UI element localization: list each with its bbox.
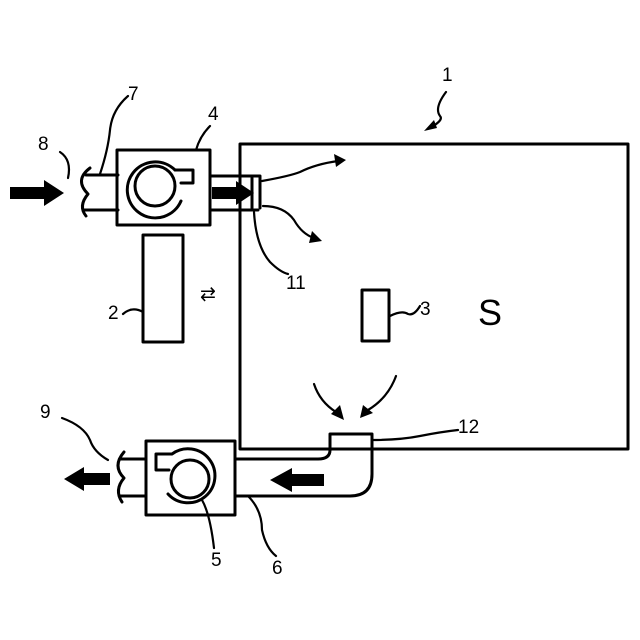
unit-2 [143, 235, 183, 342]
label-5: 5 [211, 550, 222, 571]
leader-4 [196, 126, 210, 150]
label-4: 4 [208, 104, 219, 125]
supply-outflow-lower-head [309, 231, 322, 243]
exhaust-flow-arrow [270, 468, 324, 492]
leader-1-arrowhead [424, 120, 437, 131]
hood-intake-left [314, 384, 336, 412]
exhaust-fan-scroll [156, 449, 215, 503]
exhaust-duct-outer [236, 450, 372, 496]
exchange-symbol: ⇄ [200, 284, 216, 305]
hood-intake-left-head [331, 405, 344, 420]
room-space [240, 144, 628, 449]
sensor-3 [362, 290, 389, 341]
supply-outflow-lower [263, 206, 314, 238]
label-9: 9 [40, 402, 51, 423]
leader-2 [123, 309, 143, 314]
label-11: 11 [286, 273, 306, 294]
exhaust-fan-rotor [171, 460, 209, 498]
label-7: 7 [128, 84, 139, 105]
supply-outflow-upper-head [334, 154, 346, 167]
label-8: 8 [38, 134, 49, 155]
supply-fan-housing [117, 150, 210, 225]
leader-8 [60, 152, 69, 178]
exhaust-duct-inner [236, 450, 330, 459]
label-1: 1 [442, 65, 453, 86]
outlet-arrow [64, 467, 110, 491]
leader-9 [62, 418, 108, 460]
leader-3 [390, 306, 420, 316]
label-12: 12 [458, 417, 479, 438]
leader-11 [254, 212, 288, 274]
leader-12 [372, 430, 458, 440]
hood-intake-right [368, 376, 396, 410]
supply-fan-rotor [135, 166, 175, 206]
leader-5 [202, 500, 214, 548]
label-3: 3 [420, 299, 431, 320]
label-2: 2 [108, 303, 119, 324]
supply-fan-scroll [127, 162, 193, 218]
space-label: S [478, 292, 502, 333]
inlet-arrow [10, 180, 64, 206]
leader-6 [248, 496, 276, 556]
leader-7 [100, 96, 128, 174]
label-6: 6 [272, 558, 283, 579]
supply-flow-arrow [212, 181, 254, 205]
supply-outflow-upper [262, 161, 338, 181]
